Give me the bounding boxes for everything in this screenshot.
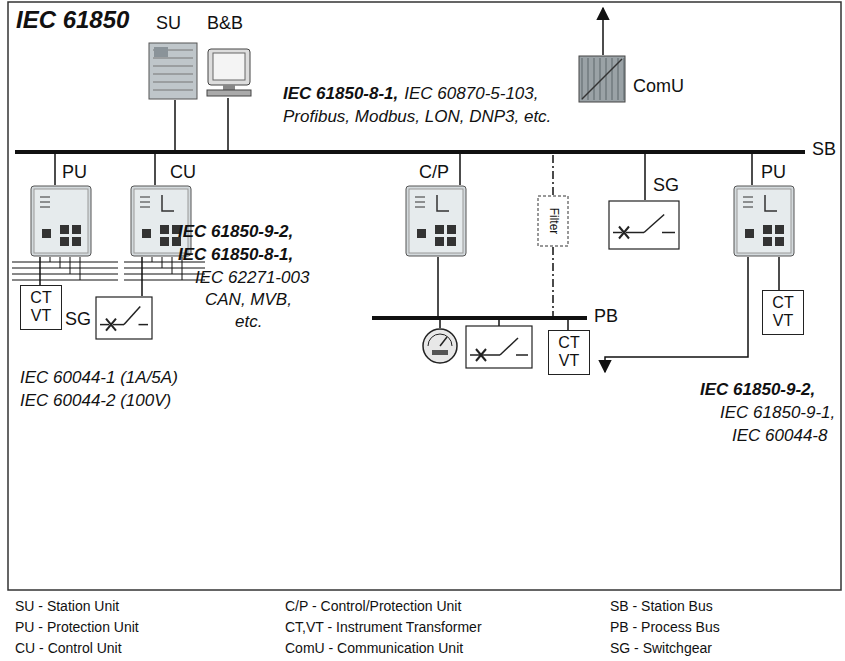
switchgear-box: SG (95, 296, 153, 340)
node-label: SB (812, 140, 836, 160)
node-label: CU (170, 163, 196, 183)
switch-wire (498, 320, 500, 326)
standard-label: IEC 61850-9-2, (178, 222, 293, 242)
monitor-icon (205, 48, 253, 98)
sg-icon (95, 296, 153, 340)
frame (8, 2, 841, 590)
standard-label: IEC 61850-9-1, (720, 403, 835, 423)
node-label: B&B (207, 14, 243, 34)
standard-label: etc. (235, 312, 262, 332)
node-label: CT VT (551, 334, 587, 371)
legend-entry: PU - Protection Unit (15, 619, 139, 635)
bus-connection (39, 257, 41, 285)
su-icon (148, 42, 198, 100)
filtered-link (552, 154, 554, 195)
node-label: PB (594, 307, 618, 327)
legend-entry: SU - Station Unit (15, 598, 119, 614)
hmi-monitor: B&B (205, 48, 253, 98)
standard-label: IEC 60044-8 (732, 426, 827, 446)
legend-text: PU - Protection Unit (15, 619, 139, 635)
ctrl-icon (733, 185, 795, 257)
bus-connection (459, 154, 461, 185)
legend-text: C/P - Control/Protection Unit (285, 598, 461, 614)
bus-connection (644, 154, 646, 200)
legend-entry: PB - Process Bus (610, 619, 720, 635)
standard-label: IEC 60044-2 (100V) (20, 391, 171, 411)
standard-label: IEC 62271-003 (195, 268, 309, 288)
protection-unit: PU (30, 185, 92, 257)
instrument-transformer-box: CT VT (762, 290, 804, 335)
legend-text: CU - Control Unit (15, 640, 122, 656)
sg-icon (608, 200, 680, 250)
bus-line: SB (15, 150, 805, 154)
node-label: C/P (419, 163, 449, 183)
bus-line: PB (372, 316, 587, 320)
legend-text: SB - Station Bus (610, 598, 713, 614)
filter-box: Filter (537, 195, 569, 247)
bus-connection (174, 100, 176, 150)
filtered-link (552, 247, 554, 316)
ctrl-icon (405, 185, 467, 257)
legend-text: SG - Switchgear (610, 640, 712, 656)
control-unit: C/P (405, 185, 467, 257)
legend-entry: CT,VT - Instrument Transformer (285, 619, 482, 635)
legend-entry: C/P - Control/Protection Unit (285, 598, 461, 614)
standard-label: IEC 60044-1 (1A/5A) (20, 368, 178, 388)
standard-label: IEC 61850-8-1, (178, 245, 293, 265)
comu-icon (578, 55, 626, 103)
legend-entry: ComU - Communication Unit (285, 640, 463, 656)
wire-bundle (12, 257, 205, 280)
meter-symbol (423, 329, 457, 363)
legend-entry: CU - Control Unit (15, 640, 122, 656)
node-label: PU (761, 163, 786, 183)
legend-text: CT,VT - Instrument Transformer (285, 619, 482, 635)
station-unit: SU (148, 42, 198, 100)
bus-connection (154, 154, 156, 185)
standard-label: CAN, MVB, (205, 290, 292, 310)
instrument-transformer-box: CT VT (20, 285, 62, 330)
legend-entry: SG - Switchgear (610, 640, 712, 656)
node-label: SG (65, 310, 91, 330)
uplink-arrow (602, 8, 604, 55)
standard-label: IEC 60870-5-103, (404, 84, 538, 104)
legend-text: PB - Process Bus (610, 619, 720, 635)
bus-connection (141, 257, 143, 296)
legend-entry: SB - Station Bus (610, 598, 713, 614)
bus-connection (437, 257, 439, 316)
standard-label: Profibus, Modbus, LON, DNP3, etc. (283, 107, 551, 127)
instrument-transformer-box: CT VT (548, 330, 590, 375)
bus-connection (567, 320, 569, 330)
diagram-title: IEC 61850 (16, 6, 129, 34)
bus-connection (751, 154, 753, 185)
node-label: CT VT (765, 294, 801, 331)
legend-text: ComU - Communication Unit (285, 640, 463, 656)
switchgear-box: SG (608, 200, 680, 250)
legend-text: SU - Station Unit (15, 598, 119, 614)
communication-unit: ComU (578, 55, 626, 103)
prot-icon (30, 185, 92, 257)
bus-connection (54, 154, 56, 185)
node-label: ComU (633, 77, 684, 97)
node-label: PU (62, 163, 87, 183)
node-label: CT VT (23, 289, 59, 326)
switchgear-symbol (466, 326, 532, 368)
standard-label: IEC 61850-9-2, (700, 380, 815, 400)
node-label: SG (653, 176, 679, 196)
standard-label: IEC 61850-8-1, (283, 84, 398, 104)
node-label: SU (156, 14, 181, 34)
output-arrow (605, 257, 748, 372)
bus-connection (227, 98, 229, 150)
bus-connection (778, 257, 780, 290)
node-label: Filter (546, 208, 559, 235)
control-unit: PU (733, 185, 795, 257)
meter-wire (439, 320, 441, 328)
